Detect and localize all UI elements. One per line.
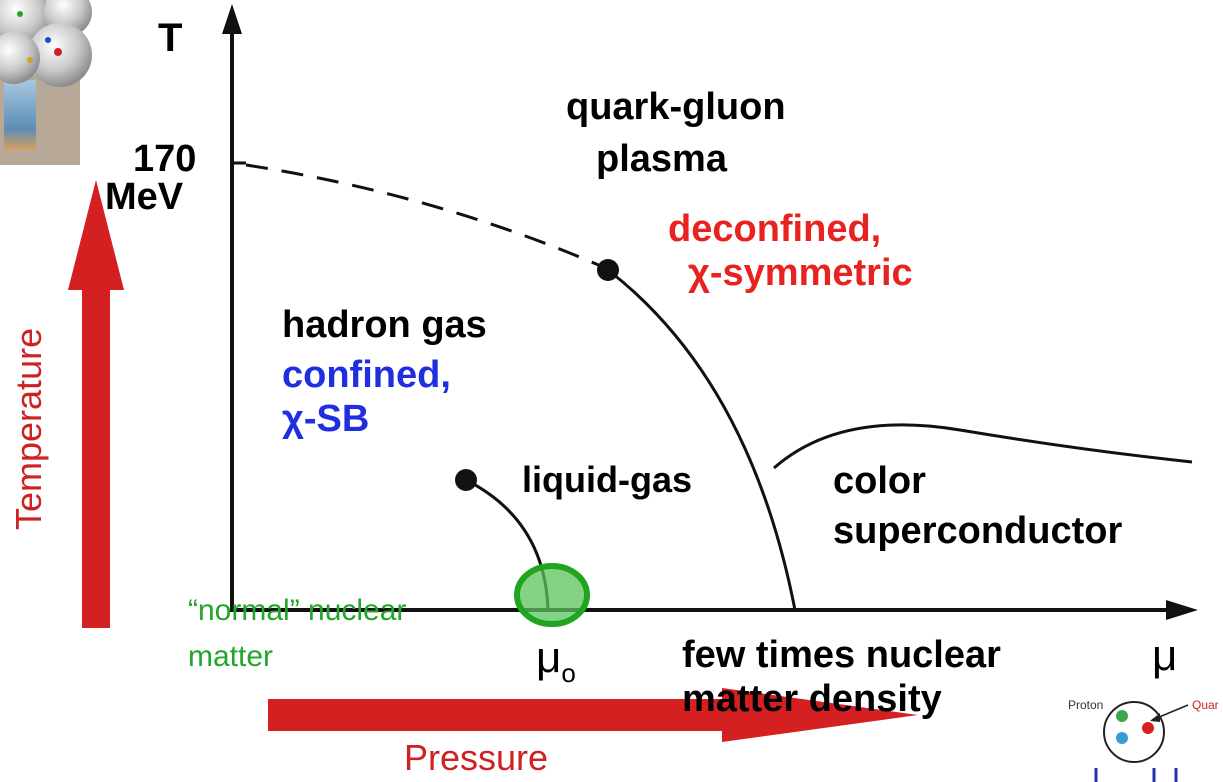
y-axis-arrowhead (222, 4, 242, 34)
pressure-label: Pressure (404, 737, 549, 778)
color-superconductor-boundary (773, 423, 1193, 470)
x-axis-label: μ (1152, 631, 1178, 680)
quark-label: Quar (1192, 698, 1219, 712)
pressure-arrow-head (722, 688, 918, 742)
qgp-props-line1: deconfined, (668, 208, 882, 250)
pressure-arrow-shaft (268, 699, 728, 731)
qgp-props-line2: χ-symmetric (688, 252, 913, 294)
temperature-arrow-head (68, 180, 124, 290)
particle-dot (54, 48, 62, 56)
qgp-label-line2: plasma (596, 138, 727, 180)
x-caption-line1: few times nuclear (682, 634, 1001, 676)
color-sc-line2: superconductor (833, 510, 1123, 552)
qcd-critical-point (597, 259, 619, 281)
x-axis-arrowhead (1166, 600, 1198, 620)
y-tick-unit: MeV (105, 176, 184, 218)
proton-inset (1094, 701, 1189, 782)
hadron-props-line1: confined, (282, 354, 451, 396)
x-caption-line2: matter density (682, 678, 942, 720)
liquid-gas-critical-point (455, 469, 477, 491)
particle-dot (27, 57, 33, 63)
temperature-label: Temperature (8, 327, 49, 530)
mu0-tick: μo (536, 636, 576, 686)
hadron-gas-label: hadron gas (282, 304, 487, 346)
liquid-gas-label: liquid-gas (522, 459, 692, 500)
qgp-label-line1: quark-gluon (566, 86, 786, 128)
y-axis-label: T (158, 16, 183, 60)
proton-circle (1103, 701, 1165, 763)
quark-dot-red (1142, 722, 1154, 734)
mu0-symbol: μ (536, 633, 562, 682)
mu0-subscript: o (561, 657, 576, 688)
crossover-dashed-line (245, 163, 611, 272)
temperature-arrow (68, 180, 124, 628)
proton-label: Proton (1068, 698, 1104, 712)
pressure-arrow (268, 688, 918, 742)
quark-dot-blue (1116, 732, 1128, 744)
normal-matter-label-line2: matter (188, 640, 274, 673)
quark-dot-green (1116, 710, 1128, 722)
particle-dot (45, 37, 51, 43)
burner-flame (4, 80, 36, 150)
quark-pointer-head (1150, 713, 1160, 722)
bubble (0, 32, 40, 84)
hadron-props-line2: χ-SB (282, 398, 370, 440)
normal-matter-label-line1: “normal” nuclear (188, 594, 407, 627)
normal-matter-highlight-circle (514, 563, 590, 627)
bubble-picture (0, 0, 92, 165)
color-sc-line1: color (833, 460, 926, 502)
temperature-arrow-shaft (82, 285, 110, 628)
y-tick-value: 170 (133, 138, 197, 180)
first-order-phase-line (607, 268, 797, 611)
particle-dot (17, 11, 23, 17)
